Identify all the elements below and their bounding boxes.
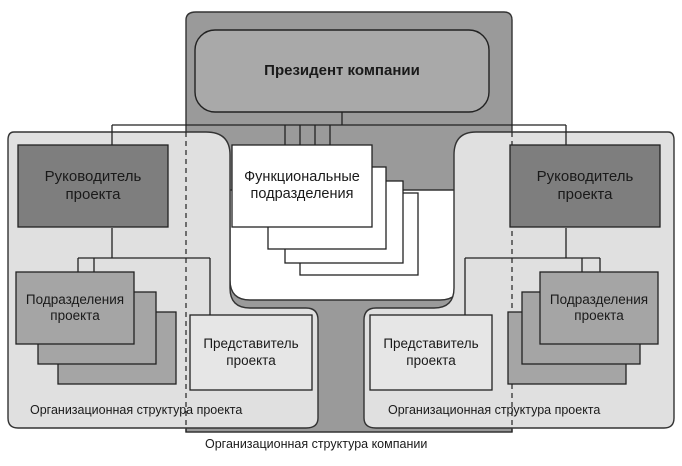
right-units-label: Подразделения проекта xyxy=(549,291,649,323)
company-caption: Организационная структура компании xyxy=(205,437,428,451)
left-project-caption: Организационная структура проекта xyxy=(30,403,243,417)
left-rep-box xyxy=(189,314,313,391)
right-manager-box xyxy=(509,144,661,228)
functional-units-box xyxy=(231,144,373,228)
right-project-caption: Организационная структура проекта xyxy=(388,403,601,417)
right-rep-label: Представитель проекта xyxy=(383,336,479,368)
right-rep-box xyxy=(369,314,493,391)
connectors xyxy=(77,112,601,315)
functional-units-label: Функциональные подразделения xyxy=(244,168,360,202)
left-units-label: Подразделения проекта xyxy=(25,291,125,323)
left-manager-box xyxy=(17,144,169,228)
left-manager-label: Руководитель проекта xyxy=(44,168,142,203)
right-units-box xyxy=(539,271,659,345)
president-label: Президент компании xyxy=(264,62,420,79)
right-manager-label: Руководитель проекта xyxy=(536,168,634,203)
left-units-box xyxy=(15,271,135,345)
left-rep-label: Представитель проекта xyxy=(203,336,299,368)
